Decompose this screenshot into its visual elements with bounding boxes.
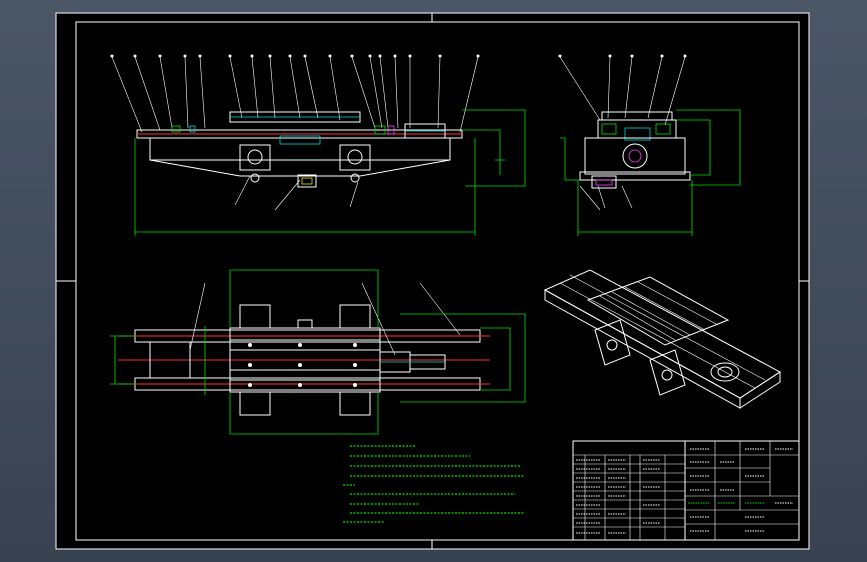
technical-notes [343, 445, 525, 523]
front-view [110, 54, 526, 236]
tech-note-text [343, 445, 525, 523]
side-view [558, 54, 741, 236]
top-view [110, 269, 526, 435]
drawing-sheet [55, 12, 810, 550]
isometric-view [543, 269, 781, 409]
title-block [572, 440, 800, 541]
